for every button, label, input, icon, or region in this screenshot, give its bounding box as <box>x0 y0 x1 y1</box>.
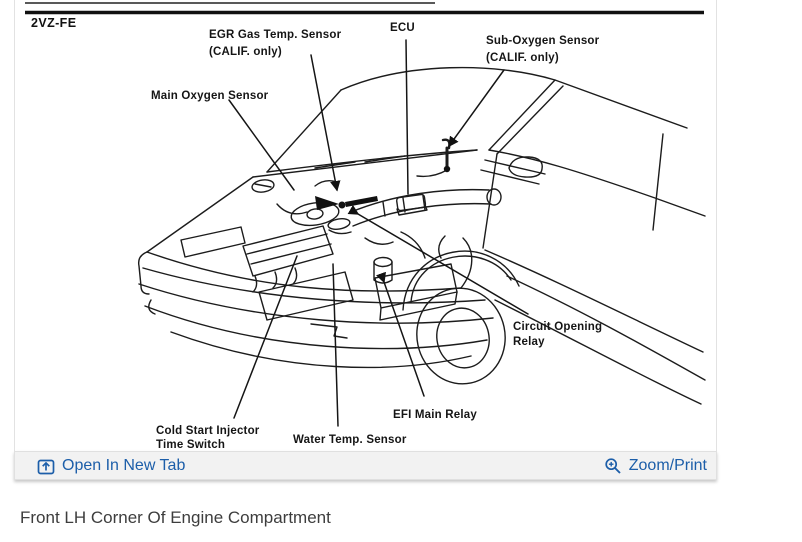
egr-label: EGR Gas Temp. Sensor <box>209 29 342 41</box>
sub-oxygen-label: Sub-Oxygen Sensor <box>486 35 600 47</box>
sensor-dot <box>338 201 346 209</box>
egr-leader <box>310 54 341 192</box>
sub-oxygen-leader <box>448 69 505 148</box>
cold-start-label-2: Time Switch <box>156 439 225 451</box>
leader-lines <box>228 39 529 427</box>
egr-sensor-mark <box>315 196 339 210</box>
sub-oxygen-tip <box>443 165 451 173</box>
circuit-relay-leader <box>347 204 529 315</box>
diagram-canvas: 2VZ-FE EGR Gas Temp. Sensor (CALIF. only… <box>14 0 717 451</box>
open-in-new-tab-icon <box>37 459 55 474</box>
water-temp-leader <box>332 263 339 427</box>
circuit-relay-label: Circuit Opening <box>513 321 602 333</box>
efi-relay-leader <box>376 271 425 397</box>
water-temp-label: Water Temp. Sensor <box>293 434 407 446</box>
main-oxygen-label: Main Oxygen Sensor <box>151 90 269 102</box>
main-oxygen-leader <box>228 99 295 191</box>
egr-label-2: (CALIF. only) <box>209 46 282 58</box>
car-outline <box>137 66 706 405</box>
open-in-new-tab-link[interactable]: Open In New Tab <box>37 457 185 475</box>
circuit-relay-label-2: Relay <box>513 336 545 348</box>
ecu-label: ECU <box>390 22 415 34</box>
ecu-leader <box>405 39 409 195</box>
figure-caption: Front LH Corner Of Engine Compartment <box>20 508 331 527</box>
cold-start-label: Cold Start Injector <box>156 425 260 437</box>
engine-diagram: 2VZ-FE EGR Gas Temp. Sensor (CALIF. only… <box>25 2 706 451</box>
main-oxygen-sensor-mark <box>345 196 378 207</box>
zoom-print-label: Zoom/Print <box>628 456 707 474</box>
cold-start-leader <box>233 255 298 419</box>
engine-code-label: 2VZ-FE <box>31 16 76 30</box>
diagram-viewer: 2VZ-FE EGR Gas Temp. Sensor (CALIF. only… <box>14 0 717 480</box>
sub-oxygen-label-2: (CALIF. only) <box>486 52 559 64</box>
viewer-toolbar: Open In New Tab Zoom/Print <box>14 451 717 480</box>
engine-parts <box>242 138 546 321</box>
open-in-new-tab-label: Open In New Tab <box>62 456 186 474</box>
zoom-print-link[interactable]: Zoom/Print <box>604 457 707 475</box>
efi-relay-label: EFI Main Relay <box>393 409 477 421</box>
zoom-magnifier-icon <box>605 457 621 474</box>
